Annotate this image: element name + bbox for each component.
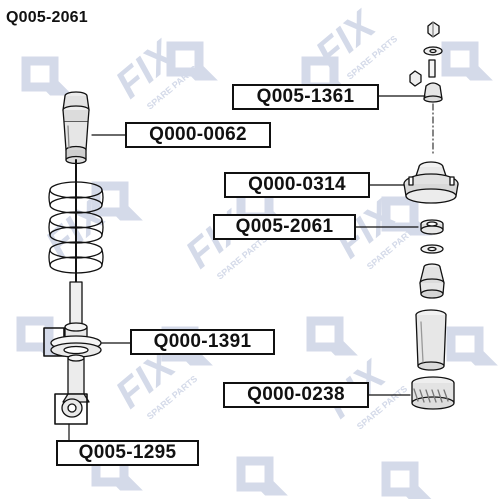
bump-stop-drawing: [419, 263, 445, 299]
leader-lines: [68, 95, 426, 441]
page-title: Q005-2061: [6, 9, 88, 26]
part-label-bearing-race: Q000-0238: [223, 382, 369, 408]
part-label-strut-mount-nut: Q005-1361: [232, 84, 379, 110]
coil-spring-drawing: [48, 159, 104, 283]
dust-boot-drawing: [62, 91, 90, 165]
part-label-shock-bushing: Q005-1295: [56, 440, 199, 466]
shock-absorber-lower-drawing: [62, 354, 90, 403]
shock-bushing-drawing: [54, 393, 88, 425]
bearing-race-drawing: [411, 376, 455, 410]
protective-tube-drawing: [415, 309, 447, 371]
strut-mount-drawing: [403, 161, 459, 204]
strut-mount-nut-drawing: [409, 21, 443, 156]
part-label-spring-pad: Q000-1391: [130, 329, 275, 355]
part-label-dust-boot: Q000-0062: [125, 122, 271, 148]
washer-drawing: [420, 244, 444, 254]
spring-pad-drawing: [43, 327, 102, 358]
part-label-bearing: Q005-2061: [213, 214, 356, 240]
bearing-drawing: [420, 219, 444, 235]
part-label-strut-mount: Q000-0314: [224, 172, 370, 198]
